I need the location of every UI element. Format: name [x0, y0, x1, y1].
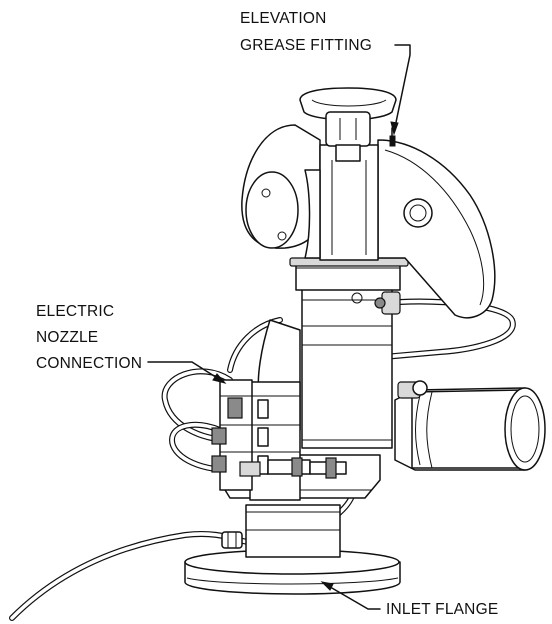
- callout-inlet-leader: [324, 583, 381, 610]
- cable-clamp: [221, 531, 243, 549]
- callout-electric-line1: ELECTRIC: [36, 303, 114, 320]
- callout-elevation-grease-fitting: ELEVATION GREASE FITTING: [240, 10, 411, 136]
- callout-elevation-leader: [393, 44, 411, 133]
- inlet-flange: [184, 504, 401, 595]
- callout-electric-arrow: [212, 373, 227, 384]
- callout-electric-line3: CONNECTION: [36, 355, 142, 372]
- outlet-pipe: [394, 380, 546, 471]
- center-column: [289, 257, 409, 449]
- callout-elevation-line2: GREASE FITTING: [240, 37, 372, 54]
- callout-inlet-arrow: [320, 581, 334, 591]
- callout-elevation-arrow: [390, 121, 399, 136]
- callout-inlet-label: INLET FLANGE: [386, 601, 498, 618]
- callout-inlet-flange: INLET FLANGE: [320, 581, 498, 618]
- callout-electric-nozzle-connection: ELECTRIC NOZZLE CONNECTION: [36, 303, 227, 384]
- handwheel: [299, 87, 397, 162]
- junction-block: [211, 291, 401, 501]
- callout-electric-line2: NOZZLE: [36, 329, 98, 346]
- elevation-body: [241, 124, 496, 319]
- callout-electric-leader: [147, 361, 223, 382]
- callout-elevation-line1: ELEVATION: [240, 10, 327, 27]
